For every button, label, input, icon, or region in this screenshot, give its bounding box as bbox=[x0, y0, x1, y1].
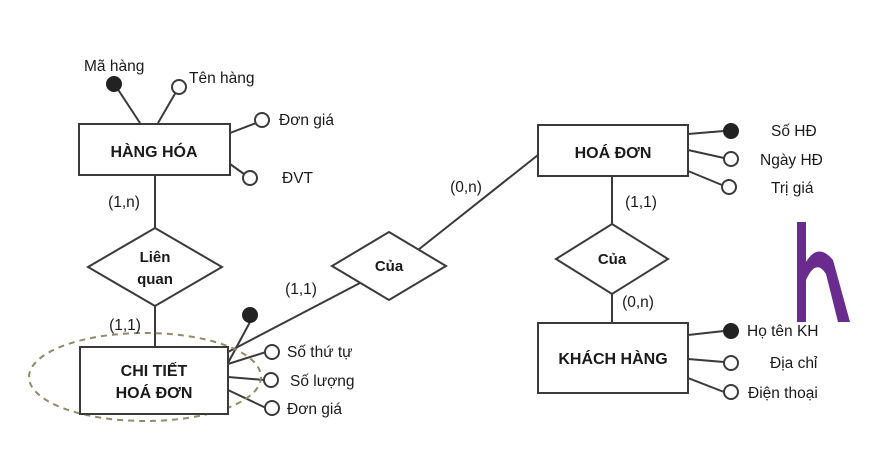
cardinality-chi-tiet-cua: (1,1) bbox=[285, 281, 317, 298]
relationship-lien-quan-line2: quan bbox=[137, 271, 173, 288]
attribute-markers bbox=[106, 76, 739, 416]
key-attribute-marker bbox=[723, 323, 739, 339]
attribute-marker bbox=[263, 372, 279, 388]
attr-don-gia-hang-hoa: Đơn giá bbox=[279, 112, 334, 129]
attribute-marker bbox=[723, 151, 739, 167]
attr-tri-gia: Trị giá bbox=[771, 180, 814, 197]
attribute-marker bbox=[723, 384, 739, 400]
attr-so-luong: Số lượng bbox=[290, 373, 355, 390]
attr-ma-hang: Mã hàng bbox=[84, 58, 144, 75]
attribute-marker bbox=[264, 344, 280, 360]
entity-chi-tiet-hoa-don[interactable]: CHI TIẾT HOÁ ĐƠN bbox=[79, 346, 229, 415]
attr-dvt: ĐVT bbox=[282, 170, 314, 187]
attr-ngay-hd: Ngày HĐ bbox=[760, 152, 823, 169]
cardinality-hang-hoa-lien-quan: (1,n) bbox=[108, 194, 140, 211]
attr-dien-thoai: Điện thoại bbox=[748, 385, 818, 402]
entity-khach-hang-label: KHÁCH HÀNG bbox=[558, 349, 667, 368]
relationship-cua-middle[interactable]: Của bbox=[330, 230, 448, 302]
relationship-cua-right[interactable]: Của bbox=[554, 222, 670, 296]
attr-dia-chi: Địa chỉ bbox=[770, 355, 818, 372]
attr-so-thu-tu: Số thứ tự bbox=[287, 344, 353, 361]
attribute-marker bbox=[171, 79, 187, 95]
entity-hoa-don-label: HOÁ ĐƠN bbox=[575, 143, 652, 162]
attr-so-hd: Số HĐ bbox=[771, 123, 817, 140]
cardinality-khach-hang-cua: (0,n) bbox=[622, 294, 654, 311]
attribute-marker bbox=[254, 112, 270, 128]
key-attribute-marker bbox=[723, 123, 739, 139]
h-logo bbox=[797, 222, 850, 322]
relationship-cua-middle-label: Của bbox=[375, 258, 404, 275]
cardinality-hoa-don-cua-middle: (0,n) bbox=[450, 179, 482, 196]
attribute-marker bbox=[723, 355, 739, 371]
attribute-marker bbox=[721, 179, 737, 195]
relationship-cua-right-label: Của bbox=[598, 251, 627, 268]
entity-hang-hoa-label: HÀNG HÓA bbox=[110, 142, 198, 161]
key-attribute-marker bbox=[242, 307, 258, 323]
connector-lines bbox=[116, 87, 725, 409]
entity-hang-hoa[interactable]: HÀNG HÓA bbox=[78, 123, 231, 176]
entity-khach-hang[interactable]: KHÁCH HÀNG bbox=[537, 322, 689, 394]
relationship-lien-quan[interactable]: Liên quan bbox=[86, 226, 224, 308]
relationship-lien-quan-line1: Liên bbox=[140, 249, 171, 266]
entity-chi-tiet-label-line1: CHI TIẾT bbox=[121, 361, 188, 380]
attribute-marker bbox=[242, 170, 258, 186]
key-attribute-marker bbox=[106, 76, 122, 92]
attr-ten-hang: Tên hàng bbox=[189, 70, 255, 87]
attribute-marker bbox=[264, 400, 280, 416]
attr-don-gia-chi-tiet: Đơn giá bbox=[287, 401, 342, 418]
highlight-ellipse bbox=[28, 332, 262, 422]
attr-ho-ten-kh: Họ tên KH bbox=[747, 323, 819, 340]
attribute-labels: Mã hàng Tên hàng Đơn giá ĐVT Số HĐ Ngày … bbox=[84, 58, 823, 418]
entity-chi-tiet-label-line2: HOÁ ĐƠN bbox=[116, 383, 193, 402]
entity-hoa-don[interactable]: HOÁ ĐƠN bbox=[537, 124, 689, 177]
cardinality-labels: (1,n) (1,1) (1,1) (0,n) (1,1) (0,n) bbox=[108, 179, 657, 334]
cardinality-chi-tiet-lien-quan: (1,1) bbox=[109, 317, 141, 334]
cardinality-hoa-don-cua-right: (1,1) bbox=[625, 194, 657, 211]
